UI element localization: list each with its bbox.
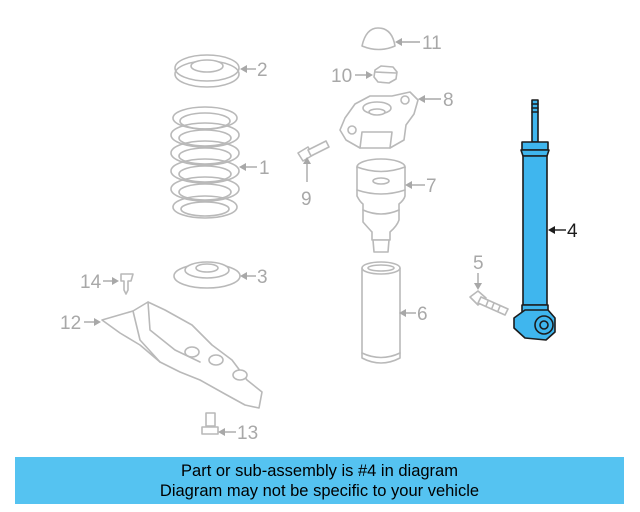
callout-1: 1 — [239, 158, 270, 179]
part-14-clip[interactable] — [120, 273, 134, 295]
callout-5-label: 5 — [473, 253, 484, 274]
part-9-bolt[interactable] — [297, 140, 330, 162]
callout-5: 5 — [473, 253, 484, 290]
callout-4: 4 — [548, 221, 578, 242]
callout-9-label: 9 — [301, 189, 312, 210]
part-12-control-arm[interactable] — [101, 301, 263, 409]
part-3-lower-spring-seat[interactable] — [173, 261, 241, 289]
caption-line-1: Part or sub-assembly is #4 in diagram — [181, 462, 458, 480]
callout-8: 8 — [418, 90, 454, 111]
part-7-bump-stop[interactable] — [356, 158, 406, 253]
callout-7-label: 7 — [426, 176, 437, 197]
part-13-bolt[interactable] — [201, 412, 219, 435]
callout-8-label: 8 — [443, 90, 454, 111]
callout-13: 13 — [218, 423, 258, 444]
callout-2: 2 — [240, 60, 268, 81]
part-11-dust-cap[interactable] — [361, 27, 396, 51]
callout-13-label: 13 — [237, 423, 258, 444]
parts-diagram: 1 2 3 4 5 6 7 8 — [60, 27, 578, 444]
part-4-shock-absorber[interactable] — [513, 99, 556, 341]
callout-14-label: 14 — [80, 272, 102, 293]
callout-3-label: 3 — [257, 267, 268, 288]
callout-10: 10 — [331, 66, 373, 87]
callout-11-label: 11 — [422, 33, 442, 54]
part-8-upper-mount[interactable] — [339, 91, 419, 149]
callout-11: 11 — [395, 33, 442, 54]
callout-4-label: 4 — [567, 221, 578, 242]
part-1-coil-spring[interactable] — [170, 106, 240, 219]
callout-3: 3 — [240, 267, 268, 288]
part-6-dust-boot[interactable] — [361, 261, 401, 364]
diagram-caption-banner: Part or sub-assembly is #4 in diagram Di… — [15, 457, 624, 504]
callout-10-label: 10 — [331, 66, 352, 87]
part-10-nut[interactable] — [373, 65, 398, 84]
callout-1-label: 1 — [259, 158, 270, 179]
part-2-spring-seat[interactable] — [174, 54, 240, 88]
callout-2-label: 2 — [257, 60, 268, 81]
callout-12: 12 — [60, 313, 101, 334]
callout-14: 14 — [80, 272, 119, 293]
callout-12-label: 12 — [60, 313, 81, 334]
caption-line-2: Diagram may not be specific to your vehi… — [159, 482, 480, 500]
callout-9: 9 — [301, 157, 312, 210]
callout-6-label: 6 — [417, 304, 428, 325]
callout-6: 6 — [399, 304, 428, 325]
part-5-bolt[interactable] — [469, 290, 509, 316]
callout-7: 7 — [405, 176, 437, 197]
